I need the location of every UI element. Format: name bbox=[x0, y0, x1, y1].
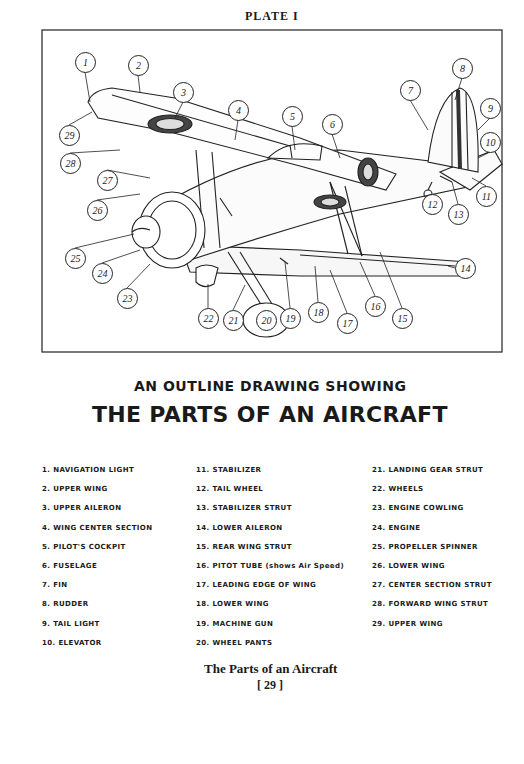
leader-lines bbox=[69, 72, 490, 313]
aircraft-outline bbox=[88, 88, 502, 337]
callout-number: 13 bbox=[448, 204, 469, 225]
callout-number: 11 bbox=[476, 186, 497, 207]
callout-number: 1 bbox=[75, 52, 96, 73]
callout-number: 7 bbox=[400, 80, 421, 101]
part-list-item: 27. CENTER SECTION STRUT bbox=[372, 581, 492, 589]
page-number: [ 29 ] bbox=[257, 678, 283, 693]
callout-number: 15 bbox=[392, 308, 413, 329]
part-list-item: 7. FIN bbox=[42, 581, 68, 589]
part-list-item: 15. REAR WING STRUT bbox=[196, 543, 292, 551]
callout-number: 29 bbox=[59, 125, 80, 146]
callout-number: 9 bbox=[480, 98, 501, 119]
part-list-item: 25. PROPELLER SPINNER bbox=[372, 543, 478, 551]
part-list-item: 29. UPPER WING bbox=[372, 620, 443, 628]
callout-number: 6 bbox=[322, 114, 343, 135]
title: THE PARTS OF AN AIRCRAFT bbox=[92, 402, 448, 427]
part-list-item: 9. TAIL LIGHT bbox=[42, 620, 100, 628]
part-list-item: 11. STABILIZER bbox=[196, 466, 261, 474]
callout-number: 26 bbox=[87, 200, 108, 221]
part-list-item: 22. WHEELS bbox=[372, 485, 423, 493]
callout-number: 14 bbox=[455, 258, 476, 279]
part-list-item: 1. NAVIGATION LIGHT bbox=[42, 466, 134, 474]
part-list-item: 24. ENGINE bbox=[372, 524, 420, 532]
callout-number: 8 bbox=[452, 58, 473, 79]
callout-number: 4 bbox=[228, 100, 249, 121]
part-list-item: 4. WING CENTER SECTION bbox=[42, 524, 152, 532]
part-list-item: 8. RUDDER bbox=[42, 600, 88, 608]
part-list-item: 17. LEADING EDGE OF WING bbox=[196, 581, 316, 589]
part-list-item: 2. UPPER WING bbox=[42, 485, 108, 493]
part-list-item: 21. LANDING GEAR STRUT bbox=[372, 466, 483, 474]
callout-number: 24 bbox=[92, 263, 113, 284]
part-list-item: 18. LOWER WING bbox=[196, 600, 269, 608]
caption: The Parts of an Aircraft bbox=[204, 661, 337, 677]
callout-number: 19 bbox=[280, 308, 301, 329]
part-list-item: 28. FORWARD WING STRUT bbox=[372, 600, 488, 608]
callout-number: 16 bbox=[365, 296, 386, 317]
callout-number: 27 bbox=[97, 170, 118, 191]
part-list-item: 16. PITOT TUBE (shows Air Speed) bbox=[196, 562, 344, 570]
part-list-item: 13. STABILIZER STRUT bbox=[196, 504, 292, 512]
callout-number: 10 bbox=[480, 132, 501, 153]
part-list-item: 20. WHEEL PANTS bbox=[196, 639, 272, 647]
part-list-item: 26. LOWER WING bbox=[372, 562, 445, 570]
callout-number: 17 bbox=[337, 313, 358, 334]
callout-number: 25 bbox=[65, 248, 86, 269]
part-list-item: 6. FUSELAGE bbox=[42, 562, 97, 570]
subtitle: AN OUTLINE DRAWING SHOWING bbox=[134, 378, 406, 394]
callout-number: 5 bbox=[282, 106, 303, 127]
callout-number: 23 bbox=[117, 288, 138, 309]
callout-number: 12 bbox=[422, 194, 443, 215]
part-list-item: 12. TAIL WHEEL bbox=[196, 485, 263, 493]
callout-number: 2 bbox=[128, 55, 149, 76]
callout-number: 22 bbox=[198, 308, 219, 329]
part-list-item: 23. ENGINE COWLING bbox=[372, 504, 464, 512]
plate-frame bbox=[42, 30, 502, 352]
callout-number: 18 bbox=[308, 302, 329, 323]
part-list-item: 10. ELEVATOR bbox=[42, 639, 102, 647]
plate-heading: PLATE I bbox=[245, 9, 299, 24]
callout-number: 20 bbox=[256, 310, 277, 331]
callout-number: 28 bbox=[60, 153, 81, 174]
part-list-item: 5. PILOT'S COCKPIT bbox=[42, 543, 126, 551]
callout-number: 3 bbox=[173, 82, 194, 103]
part-list-item: 14. LOWER AILERON bbox=[196, 524, 283, 532]
part-list-item: 3. UPPER AILERON bbox=[42, 504, 121, 512]
part-list-item: 19. MACHINE GUN bbox=[196, 620, 273, 628]
callout-number: 21 bbox=[223, 310, 244, 331]
